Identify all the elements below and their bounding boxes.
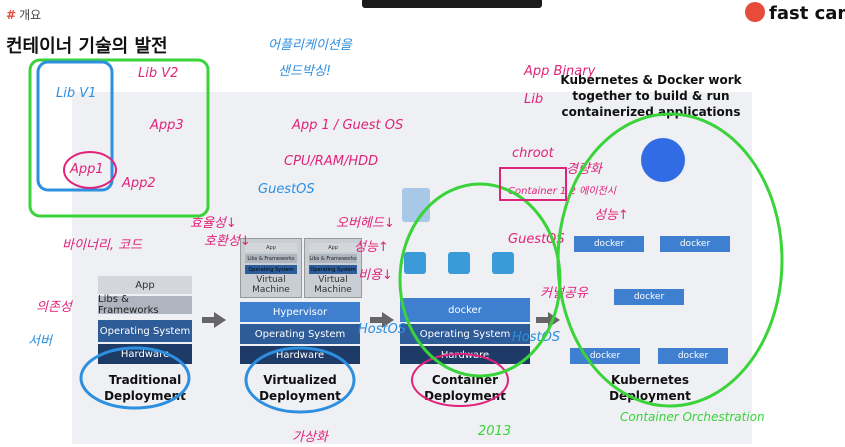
docker-node: docker <box>658 348 728 364</box>
pink-box-stroke <box>499 167 567 201</box>
vm-box-1: App Libs & Frameworks Operating System V… <box>240 238 302 298</box>
annotation: 효율성↓ <box>190 216 237 231</box>
annotation: 경량화 <box>566 162 602 177</box>
docker-node: docker <box>614 289 684 305</box>
virt-os-layer: Operating System <box>240 324 360 344</box>
annotation: 성능↑ <box>594 208 629 223</box>
annotation: CPU/RAM/HDD <box>284 154 379 169</box>
kubernetes-title: Kubernetes & Docker work together to bui… <box>560 73 742 119</box>
pink-circle-stroke <box>63 151 117 189</box>
arrow-shaft <box>536 317 550 323</box>
virt-hw-layer: Hardware <box>240 346 360 364</box>
annotation: App 1 / Guest OS <box>292 118 404 133</box>
vm-app: App <box>245 243 297 252</box>
arrow-right-icon <box>214 312 226 328</box>
annotation: 가상화 <box>292 430 328 445</box>
vm-label: Virtual Machine <box>252 275 290 295</box>
trad-libs-layer: Libs & Frameworks <box>98 294 192 316</box>
annotation: 오버헤드↓ <box>336 216 395 231</box>
container-cube <box>404 252 426 274</box>
annotation: 비용↓ <box>358 268 393 283</box>
annotation: App Binary <box>524 64 596 79</box>
annotation: 2013 <box>478 424 512 439</box>
trad-os-layer: Operating System <box>98 320 192 342</box>
kubernetes-caption: Kubernetes Deployment <box>609 373 691 403</box>
pink-circle-stroke <box>411 353 509 407</box>
annotation: 호환성↓ <box>204 234 251 249</box>
arrow-right-icon <box>382 312 394 328</box>
annotation: 커널공유 <box>540 286 588 301</box>
annotation: Lib V1 <box>56 86 97 101</box>
vm-libs: Libs & Frameworks <box>309 254 357 263</box>
annotation: 어플리케이션을 <box>268 38 352 53</box>
brand-mark-icon <box>745 2 765 22</box>
annotation: HostOS <box>512 330 561 345</box>
docker-node: docker <box>660 236 730 252</box>
trad-app-layer: App <box>98 276 192 294</box>
vm-libs: Libs & Frameworks <box>245 254 297 263</box>
vm-os: Operating System <box>245 265 297 274</box>
annotation: Container 1 2 에이전시 <box>508 186 616 197</box>
annotation: 샌드박싱! <box>278 64 332 79</box>
annotation: 성능↑ <box>354 240 389 255</box>
blue-box-stroke <box>36 60 114 192</box>
annotation: 바이너리, 코드 <box>62 238 143 253</box>
brand-text: fast campu <box>769 3 845 24</box>
brand-logo: fast campu <box>745 2 845 24</box>
hypervisor-layer: Hypervisor <box>240 302 360 322</box>
container-stack-cube <box>402 188 430 222</box>
annotation: Lib <box>524 92 544 107</box>
annotation: HostOS <box>358 322 407 337</box>
green-circle-stroke <box>556 112 784 408</box>
kubernetes-wheel-icon <box>641 138 685 182</box>
vm-label: Virtual Machine <box>314 275 352 295</box>
container-cube <box>448 252 470 274</box>
annotation: App2 <box>122 176 156 191</box>
vm-box-2: App Libs & Frameworks Operating System V… <box>304 238 362 298</box>
hash-icon: # <box>6 8 17 22</box>
annotation: 서버 <box>28 334 52 349</box>
trad-caption: Traditional Deployment <box>104 373 186 403</box>
page-title: 컨테이너 기술의 발전 <box>6 36 168 57</box>
arrow-shaft <box>370 317 384 323</box>
vm-app: App <box>309 243 357 252</box>
top-toolbar <box>362 0 542 8</box>
container-cube <box>492 252 514 274</box>
virt-caption: Virtualized Deployment <box>259 373 341 403</box>
annotation: GuestOS <box>258 182 315 197</box>
vm-os: Operating System <box>309 265 357 274</box>
annotation: chroot <box>512 146 554 161</box>
annotation: Lib V2 <box>138 66 179 81</box>
annotation: App1 <box>70 162 104 177</box>
green-box-stroke <box>28 58 210 218</box>
arrow-shaft <box>202 317 216 323</box>
container-os-layer: Operating System <box>400 324 530 344</box>
section-text: 개요 <box>19 8 42 22</box>
annotation: Container Orchestration <box>620 410 765 424</box>
annotation: 의존성 <box>36 300 72 315</box>
blue-circle-stroke <box>244 346 356 414</box>
section-label: #개요 <box>6 6 41 23</box>
docker-node: docker <box>574 236 644 252</box>
docker-engine-layer: docker <box>400 298 530 322</box>
blue-circle-stroke <box>79 346 191 410</box>
annotation: App3 <box>150 118 184 133</box>
green-circle-stroke <box>398 182 562 378</box>
